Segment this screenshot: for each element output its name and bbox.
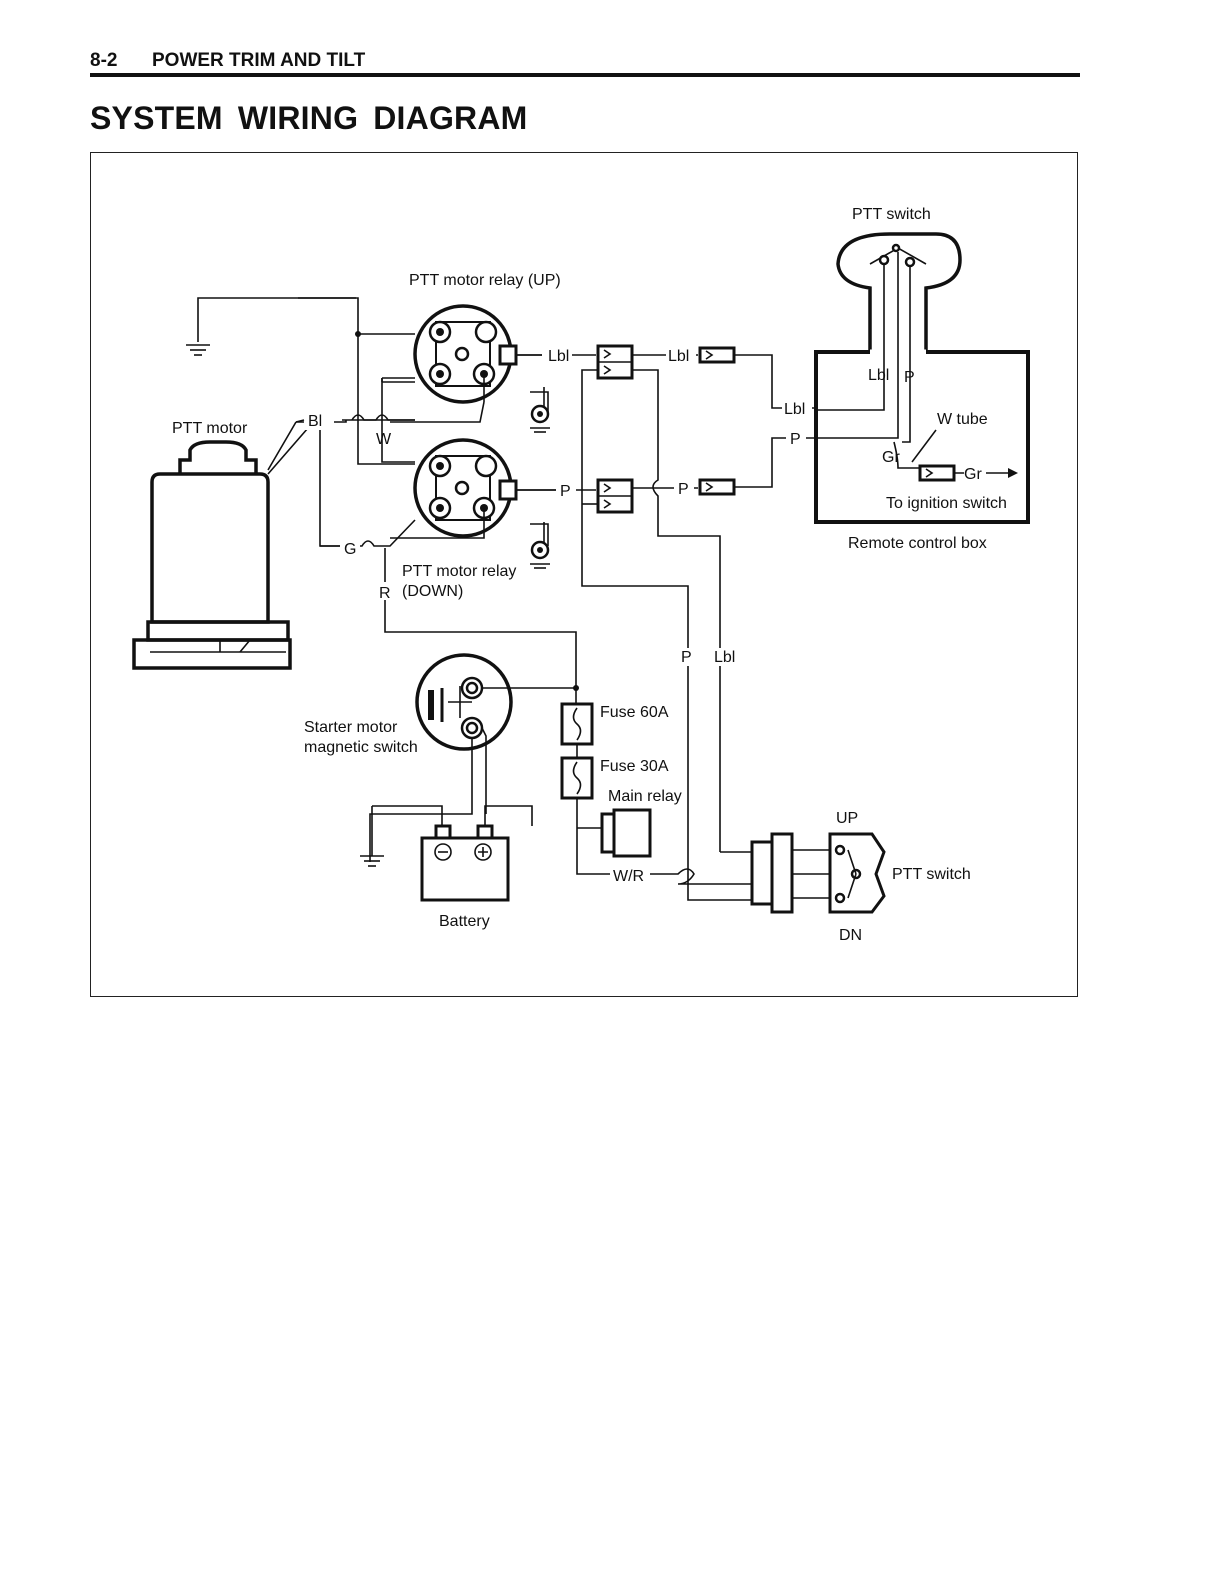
wire-label-lbl-box: Lbl xyxy=(784,401,805,418)
section-title: POWER TRIM AND TILT xyxy=(152,50,366,71)
ptt-switch-bottom-label: PTT switch xyxy=(892,866,971,883)
battery xyxy=(420,824,510,902)
fuse-30a xyxy=(560,756,594,800)
wire-b-down xyxy=(357,334,415,465)
ground-symbol-top xyxy=(186,297,356,356)
starter-magnetic-switch xyxy=(369,653,576,862)
main-relay-label: Main relay xyxy=(608,788,682,805)
wire-g xyxy=(320,519,416,547)
wire-label-lbl-vertical: Lbl xyxy=(714,649,735,666)
battery-label: Battery xyxy=(439,913,490,930)
ptt-motor xyxy=(132,421,309,670)
fuse-30a-label: Fuse 30A xyxy=(600,758,669,775)
ptt-switch-bottom xyxy=(750,832,886,914)
connector-upper-right xyxy=(698,346,736,364)
wire-lbl-vertical xyxy=(632,369,721,852)
wire-label-p-mid: P xyxy=(678,481,689,498)
wire-label-g: G xyxy=(344,541,356,558)
ground-symbol-bottom xyxy=(360,855,384,867)
ptt-switch-top-label: PTT switch xyxy=(852,206,931,223)
wire-label-gr-inner: Gr xyxy=(882,449,900,466)
wire-label-lbl-relay: Lbl xyxy=(548,348,569,365)
diagram-frame xyxy=(90,152,1078,997)
header-rule xyxy=(90,73,1080,77)
wire-label-bl: Bl xyxy=(308,413,322,430)
wire-label-lbl-inner: Lbl xyxy=(868,367,889,384)
page-number: 8-2 xyxy=(90,50,118,71)
motor-leads xyxy=(296,420,360,547)
connector-lower-left xyxy=(596,478,634,514)
fuse-60a xyxy=(560,702,594,746)
relay-down xyxy=(413,438,560,569)
w-tube-label: W tube xyxy=(937,411,988,428)
wire-wr xyxy=(650,868,752,885)
wire-label-gr-out: Gr xyxy=(964,466,982,483)
to-ignition-label: To ignition switch xyxy=(886,495,1007,512)
dn-label: DN xyxy=(839,927,862,944)
connector-upper-left xyxy=(596,344,634,380)
page-header: 8-2 POWER TRIM AND TILT xyxy=(90,50,1080,77)
wire-label-w: W xyxy=(376,431,392,448)
relay-up-label: PTT motor relay (UP) xyxy=(409,272,561,289)
wire-p-vertical xyxy=(581,369,689,872)
relay-up xyxy=(413,304,560,433)
relay-down-label-2: (DOWN) xyxy=(402,583,463,600)
wire-label-r: R xyxy=(379,585,391,602)
wire-label-p-relay: P xyxy=(560,483,571,500)
up-label: UP xyxy=(836,810,858,827)
wire-label-p-inner: P xyxy=(904,369,915,386)
starter-label-2: magnetic switch xyxy=(304,739,418,756)
wire-bl-crossings xyxy=(351,414,415,421)
ptt-motor-label: PTT motor xyxy=(172,420,248,437)
wire-label-p-vertical: P xyxy=(681,649,692,666)
page-title: SYSTEM WIRING DIAGRAM xyxy=(90,100,528,136)
wire-label-p-box: P xyxy=(790,431,801,448)
connector-lower-right xyxy=(698,478,736,496)
wire-label-lbl-mid: Lbl xyxy=(668,348,689,365)
wire-b xyxy=(298,297,415,335)
starter-label-1: Starter motor xyxy=(304,719,398,736)
relay-down-label-1: PTT motor relay xyxy=(402,563,516,580)
remote-control-box xyxy=(814,232,1030,524)
main-relay xyxy=(577,808,652,858)
wire-w xyxy=(381,378,415,463)
connector-ignition xyxy=(918,464,1018,482)
wiring-diagram: PTT motor Bl W G R PTT motor relay (UP) xyxy=(132,206,1030,944)
fuse-60a-label: Fuse 60A xyxy=(600,704,669,721)
remote-box-label: Remote control box xyxy=(848,535,987,552)
wire-label-wr: W/R xyxy=(613,868,644,885)
